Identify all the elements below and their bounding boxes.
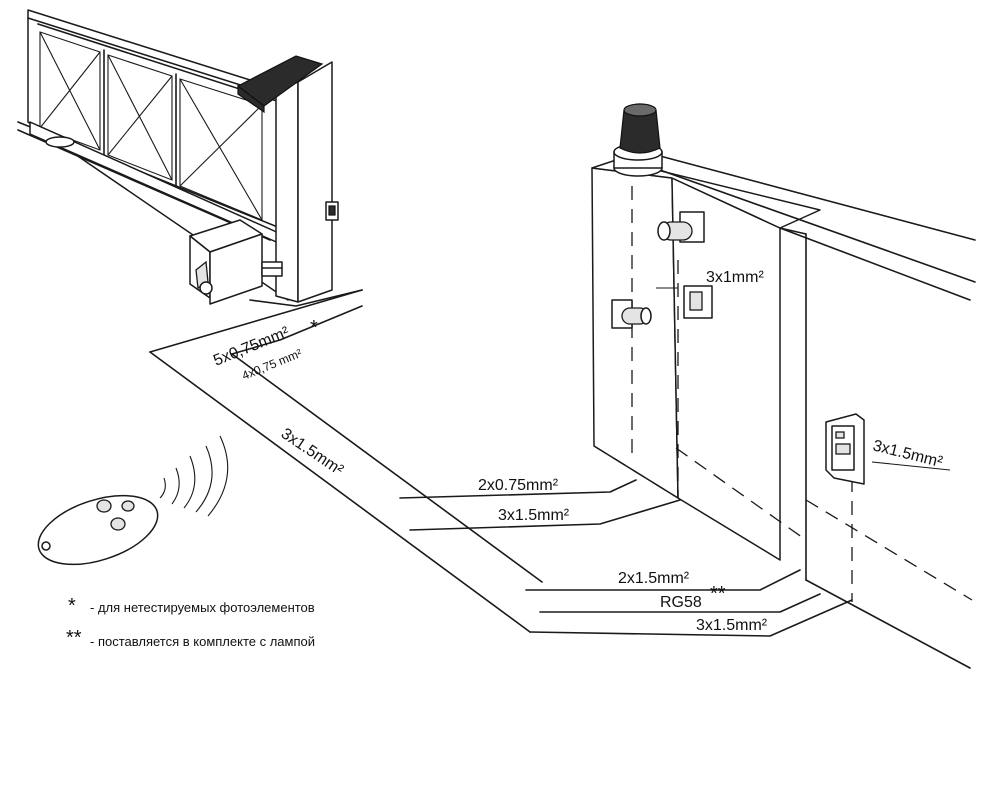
legend-mark-1: * [68, 595, 76, 617]
label-antenna: RG58 [660, 594, 702, 611]
label-photocell-rx: 3x1.5mm² [498, 507, 570, 524]
label-antenna-star: ** [710, 583, 726, 605]
legend-mark-2: ** [66, 627, 82, 649]
legend-text-2: - поставляется в комплекте с лампой [90, 634, 315, 649]
label-lamp-power: 2x1.5mm² [618, 570, 690, 587]
photocell-receiver-icon [657, 211, 705, 243]
photocell-transmitter-icon [611, 299, 652, 329]
label-motor-power-star: * [310, 317, 318, 339]
legend: * - для нетестируемых фотоэлементов ** -… [66, 595, 315, 649]
label-photocell-tx: 2x0.75mm² [478, 477, 559, 494]
cable-runs [399, 287, 951, 637]
control-box-icon [825, 413, 865, 485]
label-photocell-post: 3x1mm² [706, 269, 764, 286]
gate-post [236, 55, 339, 303]
key-switch-icon [683, 285, 713, 319]
label-keyswitch: 3x1.5mm² [696, 617, 768, 634]
signal-waves [159, 435, 229, 517]
warning-lamp-icon [613, 103, 663, 177]
remote-control-icon [37, 494, 159, 566]
gate-ground-path [149, 289, 543, 633]
gate-motor-icon [189, 219, 283, 305]
wall-pillar [591, 155, 976, 669]
legend-text-1: - для нетестируемых фотоэлементов [90, 600, 315, 615]
